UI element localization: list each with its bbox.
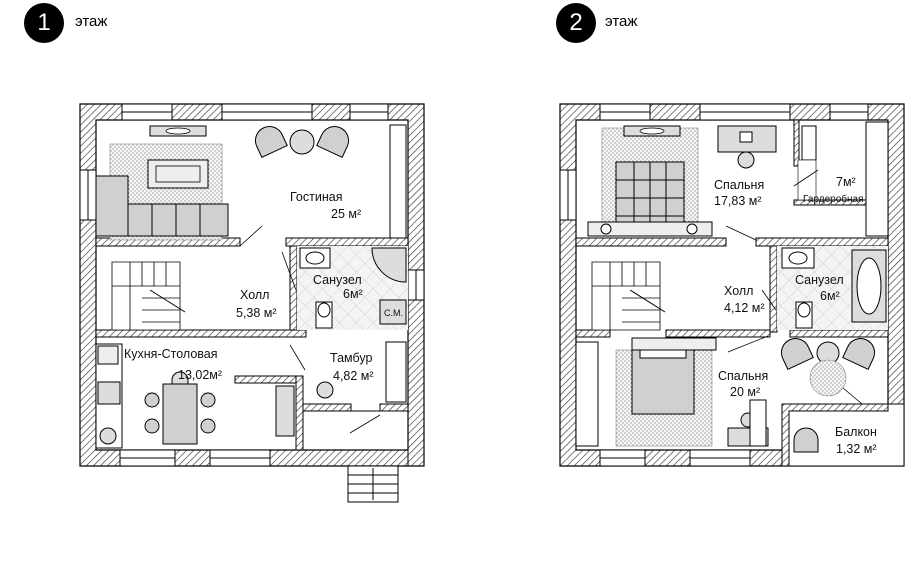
floor-1-kitchen-name: Кухня-Столовая xyxy=(124,347,218,361)
floor-2-bath-name: Санузел xyxy=(795,273,844,287)
floor-2-bed-1 xyxy=(587,161,713,237)
floor-2-bed-2 xyxy=(631,337,717,415)
floor-1-washer-label: С.М. xyxy=(384,308,403,318)
floor-1-living-name: Гостиная xyxy=(290,190,342,204)
floor-2-bedroom-1-area: 17,83 м² xyxy=(714,194,762,208)
floor-2-balcony-name: Балкон xyxy=(835,425,877,439)
floor-2-balcony-wall xyxy=(781,403,889,467)
floor-1-windows xyxy=(79,103,425,467)
floor-2-closet-name: Гардеробная xyxy=(803,193,864,205)
floor-1-kitchen xyxy=(95,343,189,449)
floor-2-rack xyxy=(797,159,817,201)
floor-2-bath-area: 6м² xyxy=(820,289,840,303)
floor-2-balcony-chair xyxy=(793,427,819,453)
floor-2-closet-area: 7м² xyxy=(836,175,856,189)
floor-2-bedroom-2-name: Спальня xyxy=(718,369,768,383)
floor-1-entrance-steps xyxy=(347,465,399,503)
floor-1-bath-area: 6м² xyxy=(343,287,363,301)
floor-2-plan xyxy=(559,103,905,467)
floor-2-armchairs xyxy=(780,338,876,397)
floor-2-dresser xyxy=(801,125,817,161)
floor-1-hall-name: Холл xyxy=(240,288,269,302)
floor-2-inner-walls xyxy=(575,119,889,338)
floor-2-windows xyxy=(559,103,869,467)
floor-1-vestibule-wardrobe xyxy=(385,341,407,403)
floor-1-armchairs xyxy=(254,126,350,159)
floor-1-sofa xyxy=(95,175,229,237)
floor-2-bath-fixtures xyxy=(781,247,887,329)
floor-1-doors xyxy=(239,225,381,434)
floor-1-bath-name: Санузел xyxy=(313,273,362,287)
floor-1-vestibule-lamp xyxy=(316,381,334,399)
floor-2-hall-area: 4,12 м² xyxy=(724,301,765,315)
floor-1-dining-table xyxy=(144,383,216,445)
floor-2-label: этаж xyxy=(605,13,638,30)
floor-1-shoe-cabinet xyxy=(275,385,295,437)
floor-1-vestibule-name: Тамбур xyxy=(330,351,372,365)
floor-2-desk xyxy=(717,125,777,169)
floor-2-bedroom-1-name: Спальня xyxy=(714,178,764,192)
floor-2-hall-name: Холл xyxy=(724,284,753,298)
floor-2-balcony-area: 1,32 м² xyxy=(836,442,877,456)
floor-2-bedroom-2-wardrobe xyxy=(575,341,599,447)
floor-1-plan xyxy=(79,103,425,503)
floor-1-living-area: 25 м² xyxy=(331,207,361,221)
floor-1-stairs xyxy=(111,261,186,331)
floor-2-stairs xyxy=(591,261,666,331)
floor-2-badge: 2 xyxy=(556,3,596,43)
floor-1-wardrobe xyxy=(389,124,407,239)
floor-2-bedroom-2-area: 20 м² xyxy=(730,385,760,399)
floor-1-label: этаж xyxy=(75,13,108,30)
floor-2-wardrobe xyxy=(865,121,889,237)
floor-1-hall-area: 5,38 м² xyxy=(236,306,277,320)
floor-1-kitchen-area: 13,02м² xyxy=(178,368,222,382)
floor-1-badge: 1 xyxy=(24,3,64,43)
floor-1-bath-fixtures xyxy=(299,247,407,329)
floor-2-bedroom-2-cabinet xyxy=(749,399,767,447)
floor-1-vestibule-area: 4,82 м² xyxy=(333,369,374,383)
floor-1-coffee-table xyxy=(147,159,209,189)
